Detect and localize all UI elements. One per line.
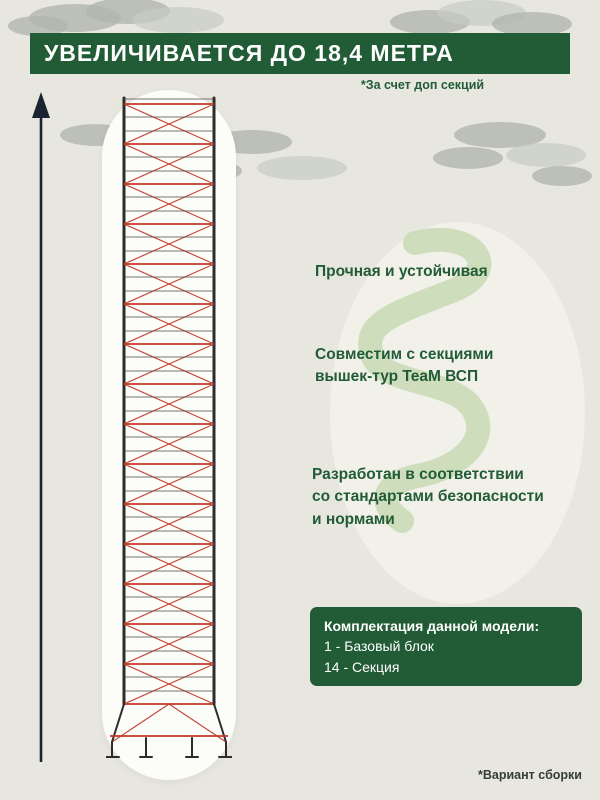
- kit-contents-box: Комплектация данной модели: 1 - Базовый …: [310, 607, 582, 686]
- tower-base: [106, 703, 232, 758]
- cloud-top-right: [390, 0, 572, 36]
- feature-compatible: Совместим с секциями вышек-тур TeaM ВСП: [315, 346, 494, 386]
- cloud-top-left: [8, 0, 224, 36]
- green-squiggle-decoration: [358, 228, 492, 533]
- assembly-footnote: *Вариант сборки: [478, 768, 582, 782]
- kit-item-sections: 14 - Секция: [324, 658, 400, 675]
- kit-title: Комплектация данной модели:: [324, 618, 540, 634]
- cloud-mid-right: [433, 122, 592, 186]
- headline-banner: УВЕЛИЧИВАЕТСЯ ДО 18,4 МЕТРА: [30, 33, 570, 74]
- headline-text: УВЕЛИЧИВАЕТСЯ ДО 18,4 МЕТРА: [44, 40, 454, 66]
- feature-durable: Прочная и устойчивая: [315, 263, 488, 280]
- headline-footnote: *За счет доп секций: [360, 78, 485, 92]
- feature-standards: Разработан в соответствии со стандартами…: [312, 466, 544, 528]
- scaffolding-tower-illustration: [106, 96, 232, 758]
- up-arrow: [32, 92, 50, 762]
- kit-item-base: 1 - Базовый блок: [324, 638, 434, 655]
